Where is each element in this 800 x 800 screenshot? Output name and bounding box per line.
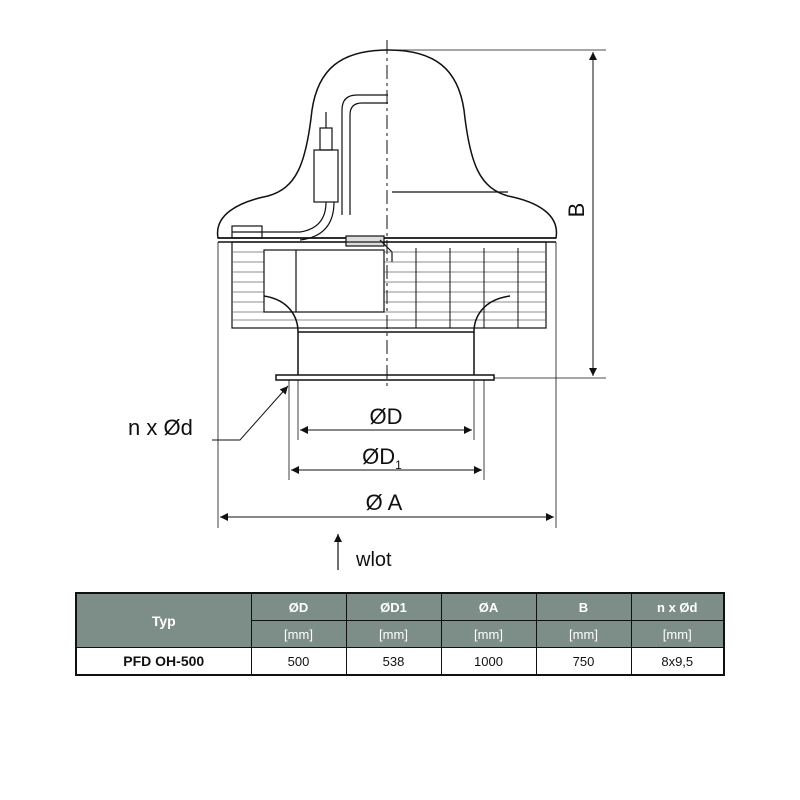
table-unit-row: [mm] [mm] [mm] [mm] [mm] (76, 620, 725, 648)
value-D1: 538 (345, 647, 442, 676)
dim-label-D1-sub: 1 (395, 458, 402, 472)
inlet-cone-and-base (263, 295, 511, 381)
typ-header: Typ (75, 592, 252, 648)
dim-label-A: Ø A (366, 490, 403, 515)
unit-D1: [mm] (345, 620, 442, 648)
dim-label-D1: ØD1 (362, 444, 402, 472)
table-header-row: Typ ØD ØD1 ØA B n x Ød (75, 592, 725, 648)
motor-assembly (231, 94, 393, 262)
extension-lines (217, 49, 606, 528)
col-header-A: ØA (440, 592, 537, 621)
specification-table: Typ ØD ØD1 ØA B n x Ød [mm] [mm] [mm] [m… (75, 592, 725, 676)
inlet-label: wlot (355, 549, 392, 571)
col-header-B: B (535, 592, 632, 621)
table-row: PFD OH-500 500 538 1000 750 8x9,5 (75, 647, 725, 676)
unit-A: [mm] (440, 620, 537, 648)
value-B: 750 (535, 647, 632, 676)
holes-label: n x Ød (128, 415, 193, 440)
col-header-D: ØD (250, 592, 347, 621)
dim-label-B: B (564, 203, 589, 218)
col-header-D1: ØD1 (345, 592, 442, 621)
value-D: 500 (250, 647, 347, 676)
dim-label-D1-main: ØD (362, 444, 395, 469)
col-header-holes: n x Ød (630, 592, 725, 621)
hole-leader-line (212, 385, 289, 441)
fan-housing (231, 241, 547, 329)
model-name: PFD OH-500 (75, 647, 252, 676)
unit-holes: [mm] (630, 620, 725, 648)
fan-technical-drawing: B ØD ØD1 Ø A n x Ød wlot (128, 40, 606, 571)
dim-label-D: ØD (370, 404, 403, 429)
unit-B: [mm] (535, 620, 632, 648)
value-holes: 8x9,5 (630, 647, 725, 676)
value-A: 1000 (440, 647, 537, 676)
unit-D: [mm] (250, 620, 347, 648)
